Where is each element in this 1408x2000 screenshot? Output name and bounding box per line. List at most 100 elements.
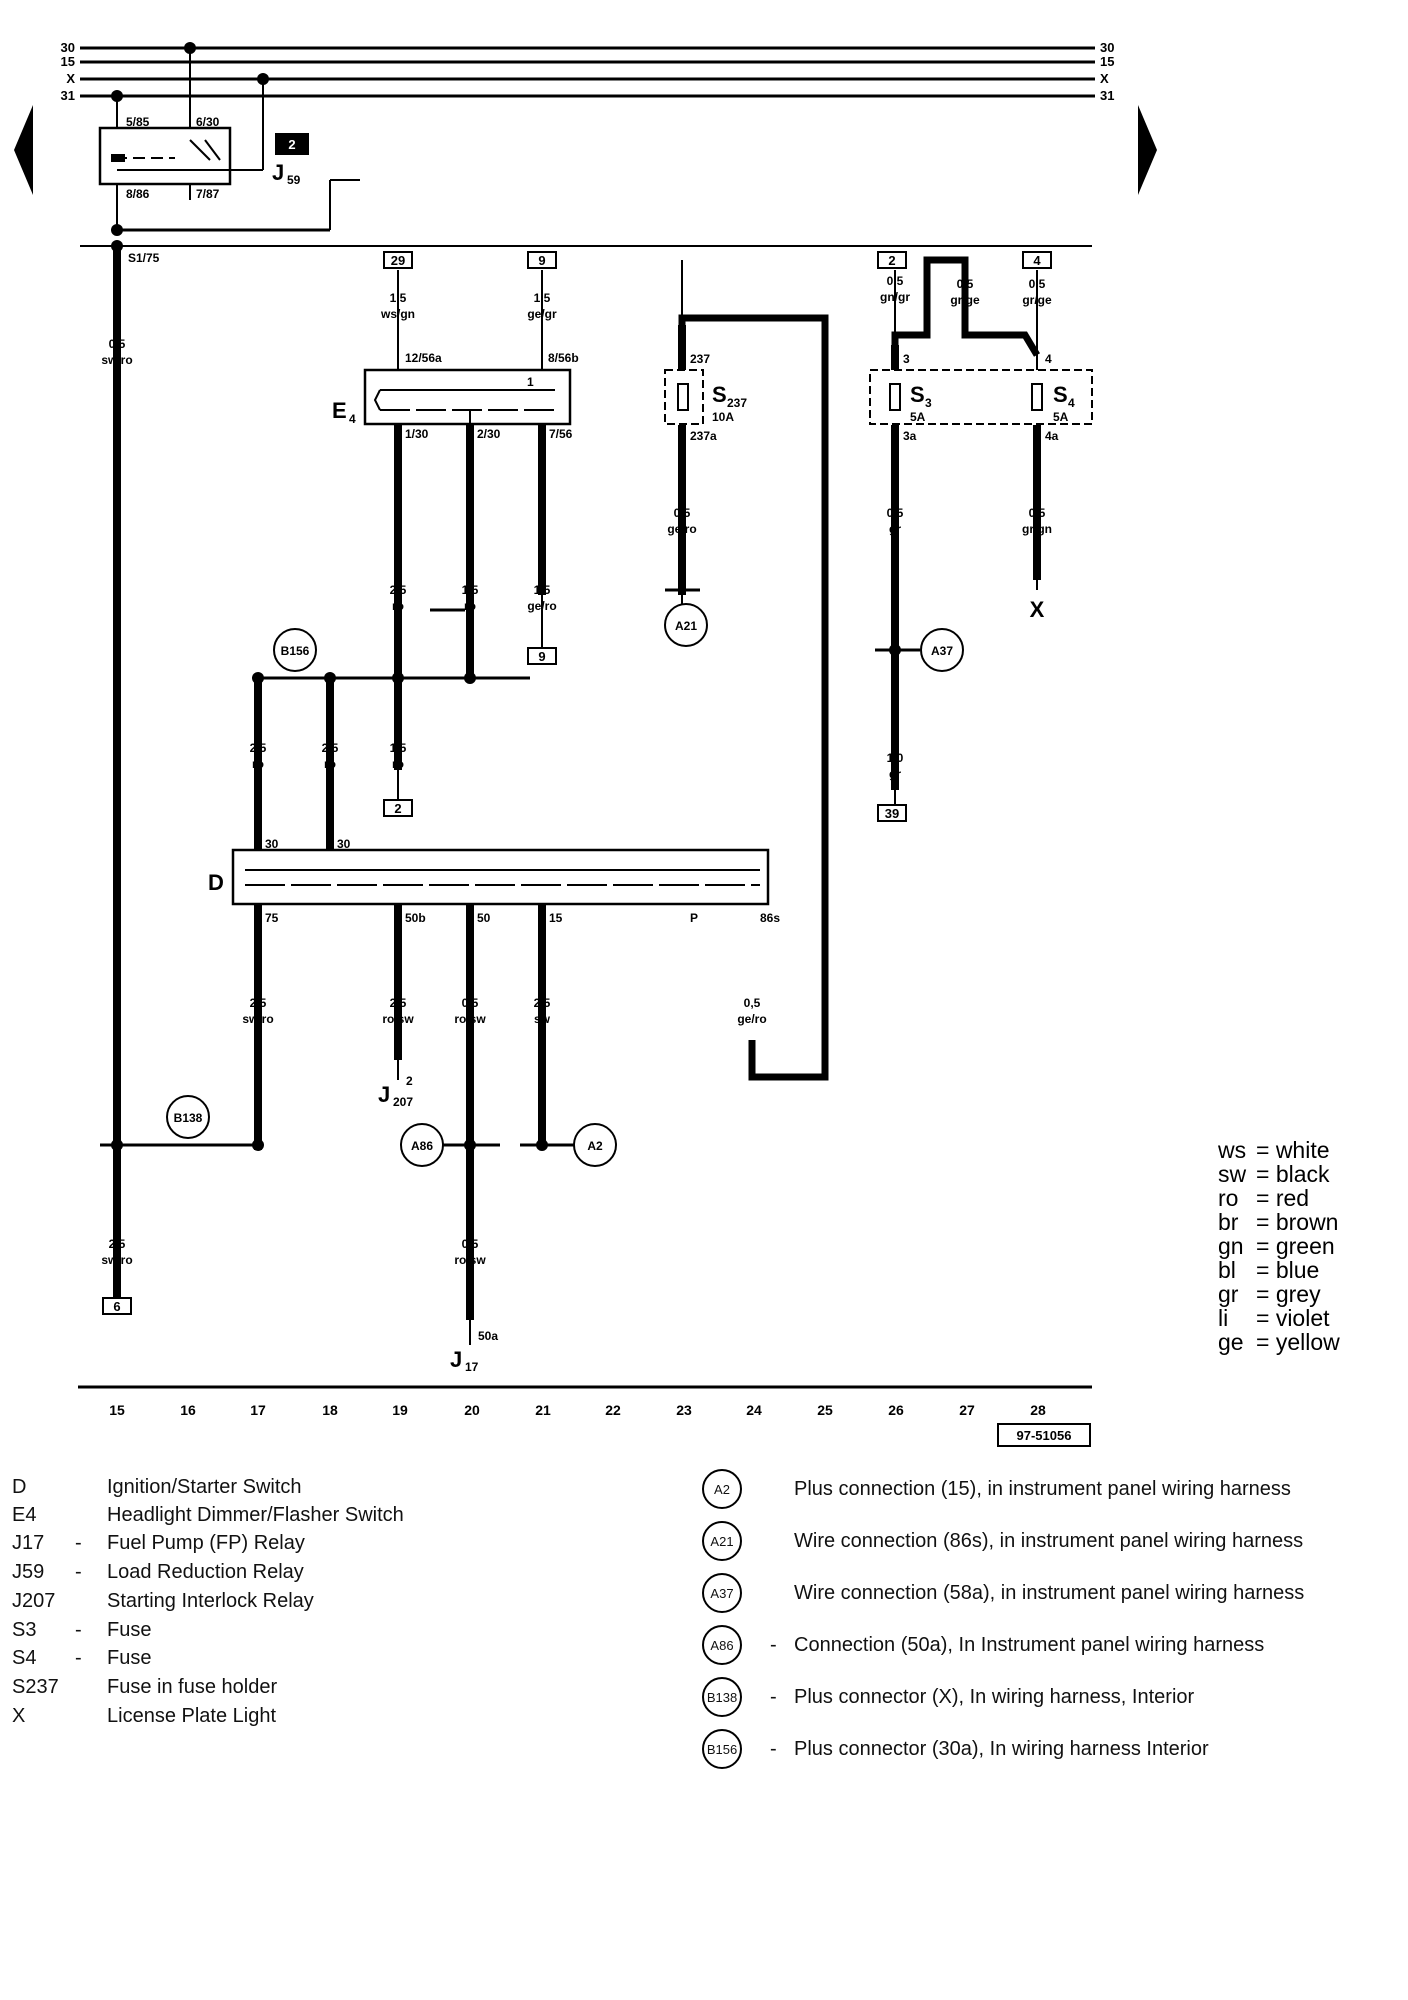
wire-size: 0,5 xyxy=(462,1237,479,1251)
wire-size: 2,5 xyxy=(250,741,267,755)
d-pin-86s: 86s xyxy=(760,911,780,925)
wire-color: gr/ge xyxy=(1022,293,1052,307)
connector-b138: B138 xyxy=(174,1111,203,1125)
wire-color-row: br= brown xyxy=(1218,1209,1339,1235)
wire-size: 0,5 xyxy=(887,274,904,288)
wires xyxy=(113,246,1041,1320)
connector-a2: A2 xyxy=(587,1139,603,1153)
e4-pin-230: 2/30 xyxy=(477,427,501,441)
svg-text:23: 23 xyxy=(676,1402,692,1418)
svg-text:15: 15 xyxy=(109,1402,125,1418)
wire-size: 0,5 xyxy=(887,506,904,520)
bus-label-30-right: 30 xyxy=(1100,40,1114,55)
s4-pin-out: 4a xyxy=(1045,429,1059,443)
j207-label: J xyxy=(378,1082,390,1107)
svg-text:27: 27 xyxy=(959,1402,975,1418)
e4-pin-1256a: 12/56a xyxy=(405,351,442,365)
wire-color: gr/gn xyxy=(1022,522,1052,536)
component-key-row: J59-Load Reduction Relay xyxy=(12,1561,304,1583)
connection-key-row: B138-Plus connector (X), In wiring harne… xyxy=(702,1677,1392,1717)
e4-pin-856b: 8/56b xyxy=(548,351,579,365)
s3-pin-in: 3 xyxy=(903,352,910,366)
wire-color: ws/gn xyxy=(380,307,415,321)
ref-2: 2 xyxy=(888,253,895,268)
wire-size: 2,5 xyxy=(390,996,407,1010)
wire-color: gr/ge xyxy=(950,293,980,307)
connector-circles xyxy=(166,603,964,1167)
wire-color-row: gn= green xyxy=(1218,1233,1335,1259)
horizontal-wires xyxy=(100,588,920,1147)
wire-color-row: bl= blue xyxy=(1218,1257,1320,1283)
connection-key-row: A86-Connection (50a), In Instrument pane… xyxy=(702,1625,1392,1665)
bus-label-31: 31 xyxy=(61,88,75,103)
s237-label-sub: 237 xyxy=(727,396,747,410)
svg-text:16: 16 xyxy=(180,1402,196,1418)
s3-rating: 5A xyxy=(910,410,926,424)
wire-color-row: sw= black xyxy=(1218,1161,1330,1187)
j59-label-sub: 59 xyxy=(287,173,301,187)
wire-color: sw/ro xyxy=(101,1253,132,1267)
j59-label: J xyxy=(272,160,284,185)
bus-label-x: X xyxy=(66,71,75,86)
s237-rating: 10A xyxy=(712,410,734,424)
j17-pin: 50a xyxy=(478,1329,498,1343)
e4-label: E xyxy=(332,398,347,423)
s237-pin-out: 237a xyxy=(690,429,717,443)
fuse-feed-wires xyxy=(891,256,1041,357)
svg-text:24: 24 xyxy=(746,1402,762,1418)
component-key-row: S4-Fuse xyxy=(12,1647,152,1669)
svg-text:21: 21 xyxy=(535,1402,551,1418)
component-key-row: J17-Fuel Pump (FP) Relay xyxy=(12,1532,305,1554)
d-pin-30b: 30 xyxy=(337,837,351,851)
wire-size: 0,5 xyxy=(674,506,691,520)
j59-pin-886: 8/86 xyxy=(126,187,150,201)
j207-label-sub: 207 xyxy=(393,1095,413,1109)
wire-color: ro/sw xyxy=(454,1012,486,1026)
fuse-s237 xyxy=(664,369,704,425)
wire-size: 0,5 xyxy=(1029,277,1046,291)
wire-size: 0,5 xyxy=(109,337,126,351)
svg-text:19: 19 xyxy=(392,1402,408,1418)
ref-9: 9 xyxy=(538,253,545,268)
j59-pin-630: 6/30 xyxy=(196,115,220,129)
connector-a37: A37 xyxy=(931,644,953,658)
wire-size: 1,5 xyxy=(462,583,479,597)
wire-color: gn/gr xyxy=(880,290,910,304)
wire-size: 0,5 xyxy=(1029,506,1046,520)
connector-a86: A86 xyxy=(411,1139,433,1153)
wire-color: ro xyxy=(392,599,404,613)
connector-b156: B156 xyxy=(281,644,310,658)
wire-color: ge/ro xyxy=(527,599,556,613)
ref-boxes xyxy=(102,251,1052,1315)
svg-text:18: 18 xyxy=(322,1402,338,1418)
e4-pin-1: 1 xyxy=(527,375,534,389)
wire-color: sw/ro xyxy=(101,353,132,367)
e4-label-sub: 4 xyxy=(349,412,356,426)
svg-text:26: 26 xyxy=(888,1402,904,1418)
fuse-holder-s3-s4 xyxy=(869,369,1093,425)
pin-s175: S1/75 xyxy=(128,251,160,265)
wire-labels: 0,5 sw/ro 1,5 ws/gn 1,5 ge/gr 2,5 ro 1,5… xyxy=(101,274,1052,1267)
s4-label-sub: 4 xyxy=(1068,396,1075,410)
svg-text:17: 17 xyxy=(250,1402,266,1418)
d-pin-50: 50 xyxy=(477,911,491,925)
e4-pin-756: 7/56 xyxy=(549,427,573,441)
wire-size: 0,5 xyxy=(744,996,761,1010)
wire-color: ro xyxy=(252,757,264,771)
j17-label: J xyxy=(450,1347,462,1372)
d-pin-15: 15 xyxy=(549,911,563,925)
d-pin-75: 75 xyxy=(265,911,279,925)
next-page-arrow-icon[interactable] xyxy=(1138,105,1157,195)
wire-size: 2,5 xyxy=(322,741,339,755)
d-pin-50b: 50b xyxy=(405,911,426,925)
wire-color: gr xyxy=(889,767,901,781)
wire-size: 2,5 xyxy=(250,996,267,1010)
prev-page-arrow-icon[interactable] xyxy=(14,105,33,195)
ref-9b: 9 xyxy=(538,649,545,664)
svg-text:28: 28 xyxy=(1030,1402,1046,1418)
d-pin-p: P xyxy=(690,911,698,925)
